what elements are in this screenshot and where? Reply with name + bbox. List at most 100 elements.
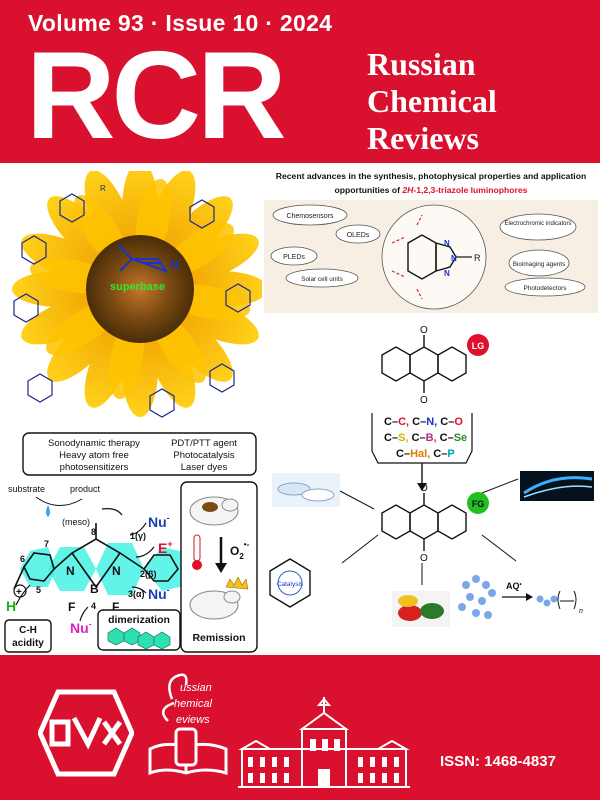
polymer-n: n — [579, 608, 583, 615]
app-laser-dyes: Laser dyes — [181, 462, 228, 473]
flask-icon — [174, 727, 198, 767]
e-plus: E+ — [158, 539, 173, 556]
ch-acidity-box — [4, 619, 52, 653]
top-o-label-1: O — [420, 325, 428, 336]
journal-title-line-3: Reviews — [367, 120, 479, 156]
oleds-badge — [335, 224, 381, 244]
triazole-r-label: R — [474, 253, 481, 263]
top-anthraquinone — [381, 335, 467, 393]
h-label: H — [6, 598, 16, 614]
svg-text:C–S, C–B, C–Se: C–S, C–B, C–Se — [384, 432, 467, 444]
triazole-title-line-2: opportunities of 2H-1,2,3-triazole lumin… — [335, 185, 528, 195]
app-oleds: OLEDs — [347, 232, 370, 239]
logo-word-2: hemical — [174, 698, 212, 710]
issn-label: ISSN: 1468-4837 — [440, 753, 556, 770]
cover-header: Volume 93 · Issue 10 · 2024 RCR Russian … — [0, 0, 600, 163]
triazole-n-3: N — [444, 269, 450, 278]
pos-2: 2(β) — [140, 569, 157, 579]
journal-title-line-1: Russian — [367, 46, 476, 82]
journal-title-line-2: Chemical — [367, 83, 497, 119]
volume-issue-line: Volume 93 · Issue 10 · 2024 — [28, 10, 333, 36]
bioimaging-badge — [508, 249, 570, 277]
photodetectors-badge — [504, 277, 586, 297]
pos-4: 4 — [91, 601, 96, 611]
bodipy-applications-box — [22, 432, 257, 476]
triazole-title-line-1: Recent advances in the synthesis, photop… — [276, 171, 586, 181]
nu-top: Nu- — [148, 513, 170, 530]
institute-logo — [38, 689, 134, 777]
pos-1: 1(γ) — [130, 531, 146, 541]
fg-badge — [467, 492, 489, 514]
substrate-label: substrate — [8, 484, 45, 494]
bodipy-b: B — [90, 582, 99, 596]
nu-right: Nu- — [148, 585, 170, 602]
cover-footer: ussian hemical eviews — [0, 655, 600, 800]
lg-label: LG — [472, 341, 485, 351]
svg-text:C–C, C–N, C–O: C–C, C–N, C–O — [384, 416, 463, 428]
central-o-label-2: O — [420, 553, 428, 564]
pos-8: 8 — [91, 527, 96, 537]
logo-word-1: ussian — [180, 682, 212, 694]
chemosensors-badge — [272, 204, 348, 226]
anthraquinone-graphic: O O LG C–C, C–N, C–O C–S, C–B, C–Se C–Ha… — [269, 325, 594, 627]
building-logo — [238, 697, 410, 788]
central-anthraquinone — [381, 493, 467, 551]
sunflower-n-label: N — [170, 258, 179, 272]
pos-5: 5 — [36, 585, 41, 595]
pos-6: 6 — [20, 554, 25, 564]
bodipy-n-right: N — [112, 564, 121, 578]
sunflower-center-label: superbase — [110, 281, 165, 293]
sunflower-graphic: N superbase R — [12, 171, 262, 418]
beads — [458, 575, 496, 619]
top-o-label-2: O — [420, 395, 428, 406]
lg-badge — [467, 334, 489, 356]
bond-types: C–C, C–N, C–O C–S, C–B, C–Se C–Hal, C–P — [384, 416, 467, 460]
app-photocatalysis: Photocatalysis — [173, 450, 235, 461]
triazole-n-2: N — [451, 254, 457, 263]
product-label: product — [70, 484, 101, 494]
triazole-core-circle — [381, 204, 487, 310]
ch-acidity-line-2: acidity — [12, 638, 44, 649]
app-sonodynamic: Sonodynamic therapy — [48, 438, 140, 449]
solar-cell-badge — [285, 268, 359, 288]
mouse-bottom — [189, 590, 241, 620]
sunflower-molecules — [13, 193, 251, 418]
bodipy-graphic: Sonodynamic therapy PDT/PTT agent Heavy … — [4, 432, 258, 653]
remission-label: Remission — [192, 632, 245, 644]
app-photosensitizers: photosensitizers — [60, 462, 129, 473]
app-photodetectors: Photodetectors — [524, 285, 567, 292]
app-heavy-atom: Heavy atom free — [59, 450, 129, 461]
app-bioimaging: Bioimaging agents — [513, 261, 566, 268]
triazole-n-1: N — [444, 239, 450, 248]
app-chemosensors: Chemosensors — [286, 213, 334, 220]
triazole-graphic: Recent advances in the synthesis, photop… — [264, 171, 598, 313]
crown-icon — [225, 576, 249, 590]
aq-label: AQ• — [506, 581, 522, 591]
nu-bottom: Nu- — [70, 619, 92, 636]
bodipy-n-left: N — [66, 564, 75, 578]
logo-word-3: eviews — [176, 714, 210, 726]
app-solar-cell: Solar cell units — [301, 276, 343, 283]
bodipy-f-left: F — [68, 600, 75, 614]
journal-title: Russian Chemical Reviews — [367, 46, 497, 157]
bodipy-core — [13, 523, 188, 595]
sunflower-r-label: R — [100, 184, 106, 193]
pos-3: 3(α) — [128, 589, 145, 599]
o2-label: O2•- — [230, 540, 250, 561]
app-pdt-ptt: PDT/PTT agent — [171, 438, 237, 449]
catalysis-benzene — [269, 558, 311, 608]
central-o-label-1: O — [420, 483, 428, 494]
catalysis-label: Catalysis — [277, 581, 304, 588]
triazole-panel: Recent advances in the synthesis, photop… — [262, 163, 600, 315]
mouse-top — [189, 496, 239, 526]
app-electrochromic: Electrochromic indicators — [504, 221, 571, 227]
rcr-journal-logo: ussian hemical eviews — [148, 673, 228, 776]
pleds-badge — [270, 246, 318, 266]
cover-artwork: N superbase R Recent advances in the syn… — [0, 163, 600, 655]
rcr-logo-letters: RCR — [26, 27, 287, 165]
app-pleds: PLEDs — [283, 254, 305, 261]
fg-label: FG — [472, 499, 485, 509]
bodipy-f-right: F — [112, 600, 119, 614]
sunflower-center — [86, 235, 194, 343]
